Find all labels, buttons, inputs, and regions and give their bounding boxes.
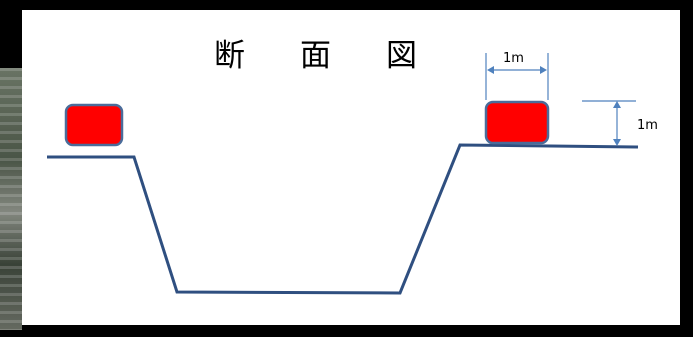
aerial-photo-strip bbox=[0, 68, 22, 330]
title-char-1: 断 bbox=[214, 38, 245, 74]
height-arrow-top bbox=[613, 101, 621, 108]
right-block bbox=[484, 100, 550, 145]
diagram-panel bbox=[22, 10, 680, 325]
height-label: 1m bbox=[637, 118, 658, 133]
trench-profile-line bbox=[47, 143, 639, 295]
left-block bbox=[64, 103, 124, 147]
title-char-2: 面 bbox=[300, 38, 331, 74]
title-char-3: 図 bbox=[386, 38, 417, 74]
width-label: 1m bbox=[503, 51, 524, 66]
width-arrow-left bbox=[487, 66, 494, 74]
width-arrow-right bbox=[540, 66, 547, 74]
height-arrow-bottom bbox=[613, 139, 621, 146]
